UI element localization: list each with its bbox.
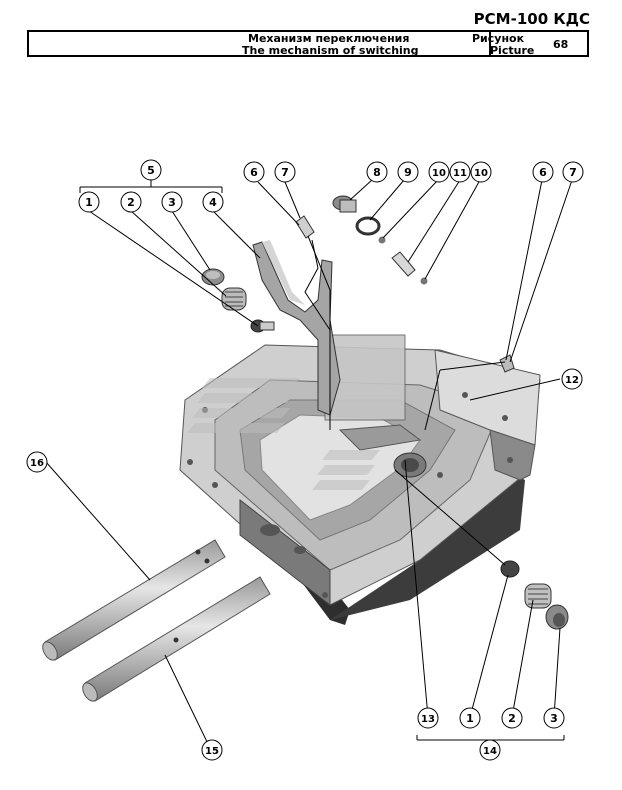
callout-11: 11 xyxy=(449,161,471,183)
callout-1-bottom: 1 xyxy=(459,707,481,729)
callout-3-top-label: 3 xyxy=(168,196,176,209)
callout-13: 13 xyxy=(417,707,439,729)
title-ru: Механизм переключения xyxy=(248,32,410,45)
callout-6-left-label: 6 xyxy=(250,166,258,179)
callout-2-bottom: 2 xyxy=(501,707,523,729)
callout-1-top-label: 1 xyxy=(85,196,93,209)
callout-3-bottom-label: 3 xyxy=(550,712,558,725)
document-code: РСМ-100 КДС xyxy=(473,10,590,28)
picture-label-ru: Рисунок xyxy=(472,32,525,45)
title-block: Механизм переключения The mechanism of s… xyxy=(27,30,589,57)
callout-9-label: 9 xyxy=(404,166,412,179)
callout-7-left-label: 7 xyxy=(281,166,289,179)
callout-14-label: 14 xyxy=(483,746,497,757)
callout-6-left: 6 xyxy=(243,161,265,183)
title-block-divider xyxy=(489,32,491,55)
callout-10-a-label: 10 xyxy=(432,168,446,179)
shift-rod-15 xyxy=(82,576,271,702)
callout-3-top: 3 xyxy=(161,191,183,213)
callout-15-label: 15 xyxy=(205,746,219,757)
callout-4: 4 xyxy=(202,191,224,213)
callout-12-label: 12 xyxy=(565,375,579,386)
shift-fork xyxy=(252,240,341,416)
callout-10-a: 10 xyxy=(428,161,450,183)
callout-2-top-label: 2 xyxy=(127,196,135,209)
picture-label-en: Picture xyxy=(490,44,535,57)
picture-number: 68 xyxy=(553,38,569,51)
callout-10-b-label: 10 xyxy=(474,168,488,179)
callout-1-top: 1 xyxy=(78,191,100,213)
spring-top xyxy=(221,287,247,311)
callout-5: 5 xyxy=(140,159,162,181)
callout-8: 8 xyxy=(366,161,388,183)
callout-4-label: 4 xyxy=(209,196,217,209)
callout-6-right: 6 xyxy=(532,161,554,183)
callout-1-bottom-label: 1 xyxy=(466,712,474,725)
callout-13-label: 13 xyxy=(421,714,435,725)
callouts: 5 1 2 3 4 6 7 8 9 10 11 10 6 7 12 16 13 … xyxy=(26,159,584,761)
title-en: The mechanism of switching xyxy=(242,44,419,57)
leader-lines xyxy=(45,179,573,749)
callout-16-label: 16 xyxy=(30,458,44,469)
callout-2-top: 2 xyxy=(120,191,142,213)
callout-3-bottom: 3 xyxy=(543,707,565,729)
callout-5-label: 5 xyxy=(147,164,155,177)
bottom-small-parts xyxy=(500,560,569,630)
callout-9: 9 xyxy=(397,161,419,183)
shift-rod-16 xyxy=(42,539,226,661)
callout-11-label: 11 xyxy=(453,168,467,179)
callout-10-b: 10 xyxy=(470,161,492,183)
callout-2-bottom-label: 2 xyxy=(508,712,516,725)
callout-14: 14 xyxy=(479,739,501,761)
callout-7-right: 7 xyxy=(562,161,584,183)
callout-16: 16 xyxy=(26,451,48,473)
callout-7-left: 7 xyxy=(274,161,296,183)
watermark-logo xyxy=(187,378,380,490)
callout-6-right-label: 6 xyxy=(539,166,547,179)
callout-7-right-label: 7 xyxy=(569,166,577,179)
callout-15: 15 xyxy=(201,739,223,761)
spring-bottom xyxy=(524,583,552,609)
callout-12: 12 xyxy=(561,368,583,390)
callout-8-label: 8 xyxy=(373,166,381,179)
